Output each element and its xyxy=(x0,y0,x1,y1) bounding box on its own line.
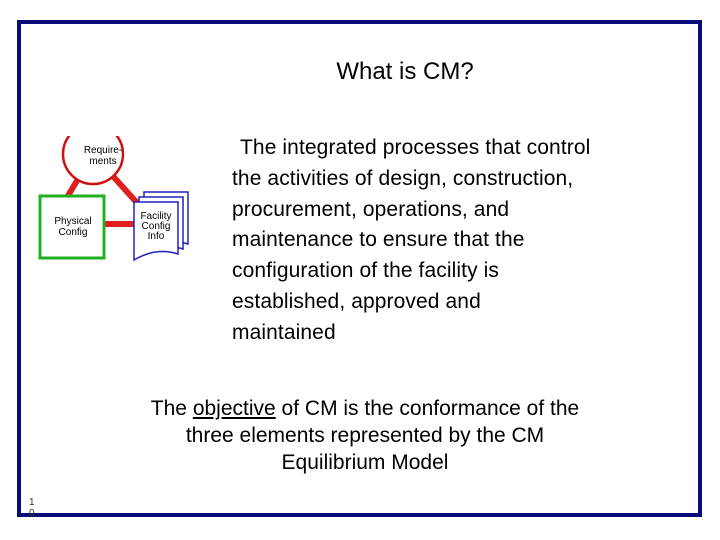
objective-line-1-pre: The xyxy=(150,397,193,420)
slide-title: What is CM? xyxy=(336,58,474,85)
definition-line-5: configuration of the facility is xyxy=(232,259,500,283)
physical-config-label-line1: Physical xyxy=(54,216,92,227)
definition-line-2: the activities of design, construction, xyxy=(232,166,574,190)
facility-config-label-line3: Info xyxy=(147,231,165,242)
requirements-label: Require- ments xyxy=(76,145,130,167)
objective-line-3: Equilibrium Model xyxy=(281,451,449,474)
cm-diagram-graphic xyxy=(38,122,189,262)
objective-line-1: The objective of CM is the conformance o… xyxy=(80,395,650,422)
requirements-label-line2: ments xyxy=(89,156,117,167)
page-number: 1 0 xyxy=(29,497,35,519)
physical-config-label-line2: Config xyxy=(58,227,88,238)
cm-definition-text: The integrated processes that control th… xyxy=(232,133,692,349)
facility-config-docs xyxy=(133,191,189,262)
facility-config-label-line2: Config xyxy=(141,221,171,232)
definition-line-3: procurement, operations, and xyxy=(232,197,510,221)
definition-line-6: established, approved and xyxy=(232,289,481,313)
physical-config-square xyxy=(38,194,106,260)
definition-line-7: maintained xyxy=(232,320,336,344)
requirements-label-line1: Require- xyxy=(83,145,123,156)
definition-line-4: maintenance to ensure that the xyxy=(232,228,525,252)
facility-config-label: Facility Config Info xyxy=(134,212,178,242)
facility-config-label-line1: Facility xyxy=(140,211,172,222)
objective-keyword: objective xyxy=(192,397,276,420)
objective-line-1-post: of CM is the conformance of the xyxy=(275,397,580,420)
objective-statement: The objective of CM is the conformance o… xyxy=(80,395,650,476)
definition-line-1: The integrated processes that control xyxy=(240,136,591,159)
physical-config-label: Physical Config xyxy=(48,216,98,238)
slide-frame xyxy=(17,20,702,517)
cm-equilibrium-diagram: Require- ments Physical Config Facility … xyxy=(36,122,216,266)
objective-line-2: three elements represented by the CM xyxy=(185,424,545,447)
